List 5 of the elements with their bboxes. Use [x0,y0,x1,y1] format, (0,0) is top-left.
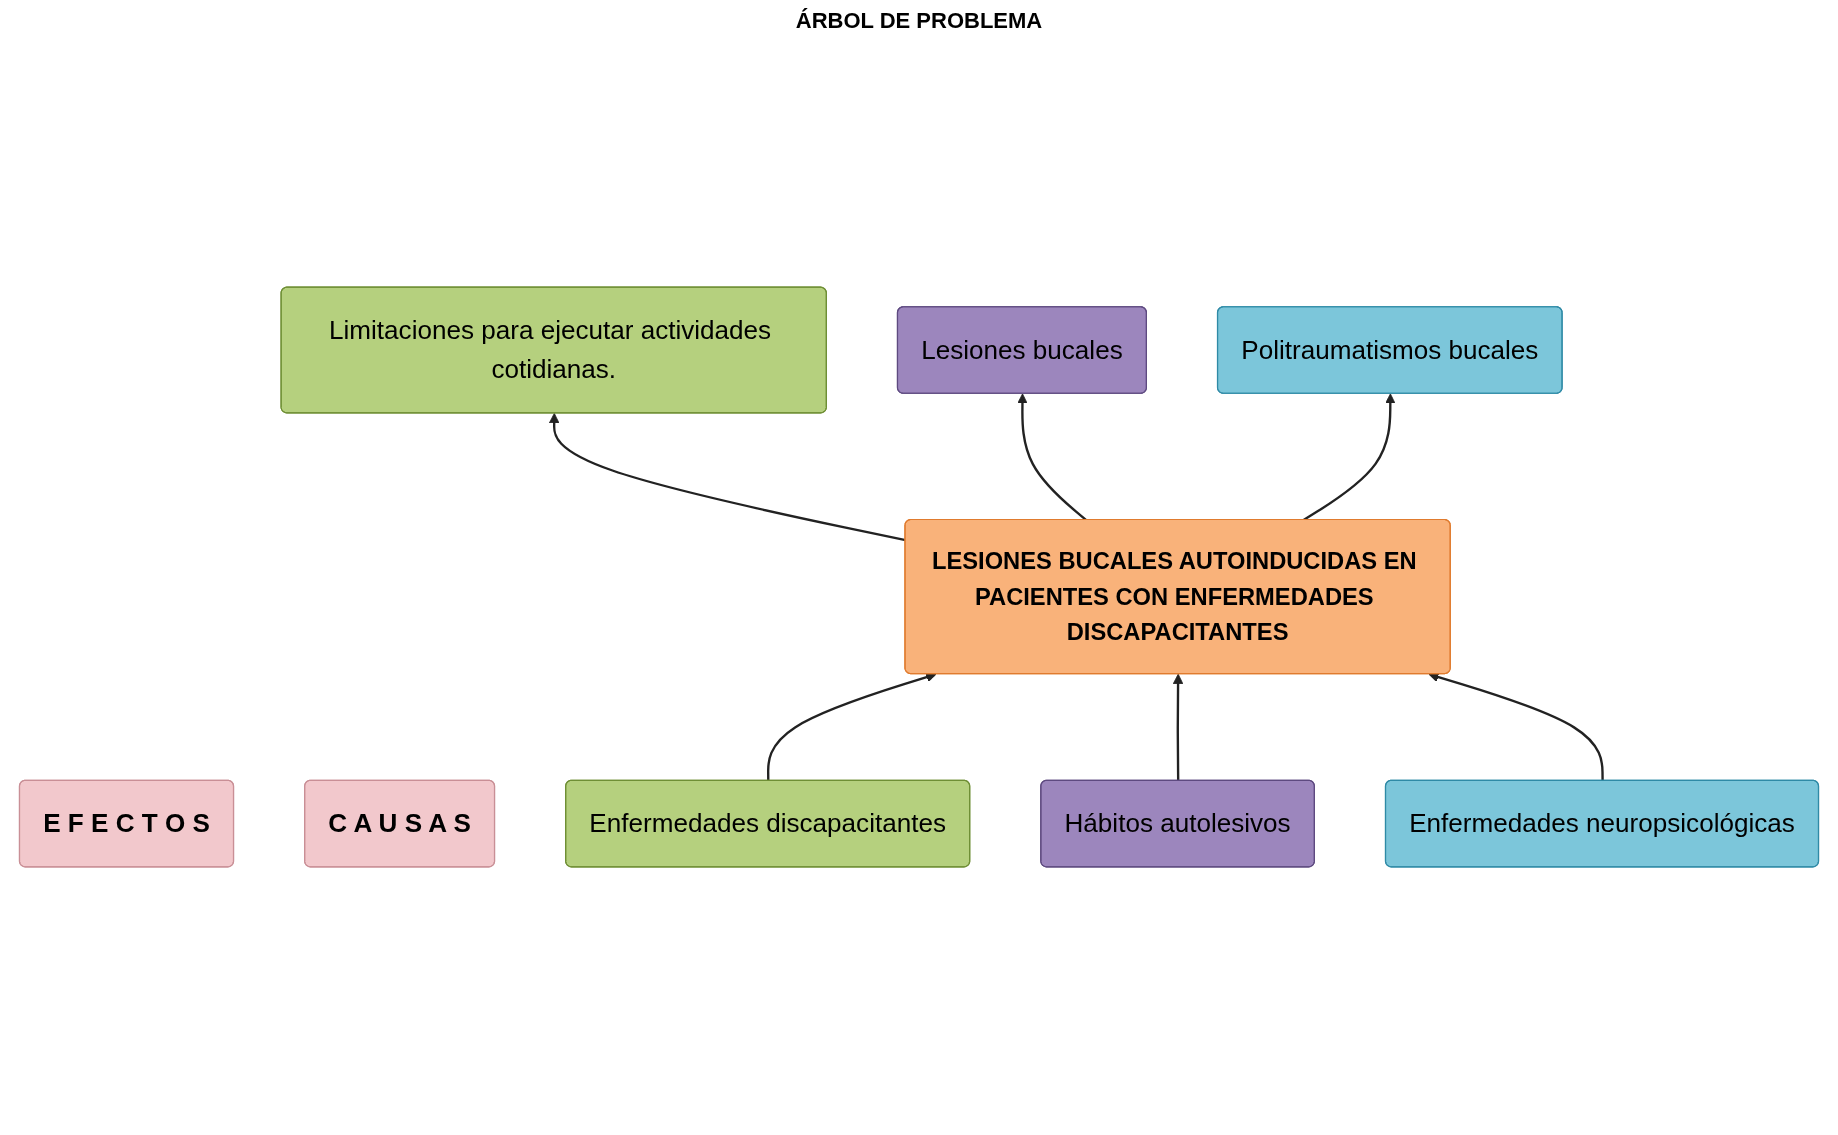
arrow [1172,673,1184,781]
arrow [1017,393,1087,521]
arrow [1428,671,1604,781]
arrow [767,672,937,781]
diagram-title: ÁRBOL DE PROBLEMA [794,8,1044,34]
